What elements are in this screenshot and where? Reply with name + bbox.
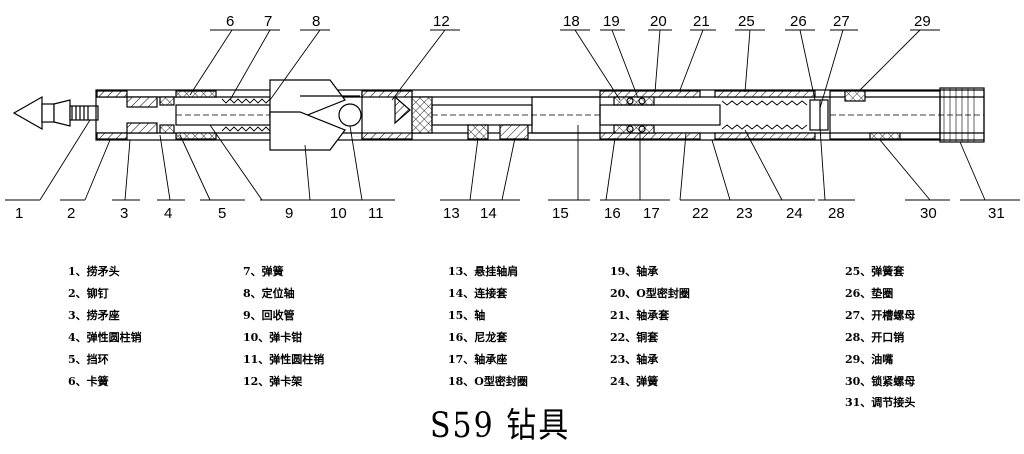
callout-25: 25: [738, 13, 755, 30]
legend-item: 11、弹性圆柱销: [243, 353, 325, 366]
callout-19: 19: [603, 13, 620, 30]
leader-lines: [5, 29, 1020, 201]
legend-item: 15、轴: [448, 309, 486, 322]
legend-item: 8、定位轴: [243, 287, 295, 300]
legend-item: 17、轴承座: [448, 353, 508, 366]
callout-9: 9: [285, 205, 293, 222]
legend-item: 20、O型密封圈: [610, 287, 690, 300]
callout-17: 17: [643, 205, 660, 222]
legend-item: 9、回收管: [243, 309, 295, 322]
callout-26: 26: [790, 13, 807, 30]
legend-item: 3、捞矛座: [68, 309, 120, 322]
legend-item: 27、开槽螺母: [845, 309, 916, 322]
callout-20: 20: [650, 13, 667, 30]
callout-23: 23: [736, 205, 753, 222]
callout-31: 31: [988, 205, 1005, 222]
legend-item: 2、铆钉: [68, 287, 109, 300]
legend-item: 16、尼龙套: [448, 331, 508, 344]
callouts-bottom: 1 2 3 4 5 9 10 11 13 14 15 16 17 22 23 2…: [15, 205, 1005, 222]
legend-item: 22、铜套: [610, 331, 659, 344]
callout-10: 10: [330, 205, 347, 222]
callout-7: 7: [264, 13, 272, 30]
callout-29: 29: [914, 13, 931, 30]
legend-item: 13、悬挂轴肩: [448, 265, 519, 278]
callout-22: 22: [692, 205, 709, 222]
assembly-body: [12, 79, 985, 151]
callout-1: 1: [15, 205, 23, 222]
legend-item: 30、锁紧螺母: [845, 375, 916, 388]
legend-item: 6、卡簧: [68, 375, 109, 388]
callout-8: 8: [312, 13, 320, 30]
callouts-top: 6 7 8 12 18 19 20 21 25 26 27 29: [226, 13, 931, 30]
legend-item: 26、垫圈: [845, 287, 894, 300]
callout-2: 2: [67, 205, 75, 222]
callout-5: 5: [218, 205, 226, 222]
legend-item: 23、轴承: [610, 353, 659, 366]
drawing-title: S59 钻具: [430, 405, 571, 447]
legend-item: 19、轴承: [610, 265, 659, 278]
legend-item: 12、弹卡架: [243, 375, 303, 388]
callout-12: 12: [433, 13, 450, 30]
callout-14: 14: [480, 205, 497, 222]
callout-18: 18: [563, 13, 580, 30]
callout-13: 13: [443, 205, 460, 222]
callout-15: 15: [552, 205, 569, 222]
legend-item: 28、开口销: [845, 331, 905, 344]
callout-28: 28: [828, 205, 845, 222]
legend-item: 4、弹性圆柱销: [68, 331, 142, 344]
callout-21: 21: [693, 13, 710, 30]
legend-item: 31、调节接头: [845, 396, 916, 409]
legend-item: 24、弹簧: [610, 375, 659, 388]
callout-24: 24: [786, 205, 803, 222]
callout-30: 30: [920, 205, 937, 222]
legend-item: 18、O型密封圈: [448, 375, 528, 388]
legend-item: 21、轴承套: [610, 309, 670, 322]
legend-item: 14、连接套: [448, 287, 508, 300]
callout-4: 4: [164, 205, 172, 222]
legend-item: 29、油嘴: [845, 353, 894, 366]
callout-3: 3: [120, 205, 128, 222]
legend-item: 5、挡环: [68, 353, 109, 366]
callout-16: 16: [604, 205, 621, 222]
callout-6: 6: [226, 13, 234, 30]
callout-27: 27: [833, 13, 850, 30]
legend-item: 7、弹簧: [243, 265, 284, 278]
legend-item: 25、弹簧套: [845, 265, 905, 278]
legend-item: 10、弹卡钳: [243, 331, 303, 344]
callout-11: 11: [368, 205, 384, 222]
legend-item: 1、捞矛头: [68, 265, 120, 278]
